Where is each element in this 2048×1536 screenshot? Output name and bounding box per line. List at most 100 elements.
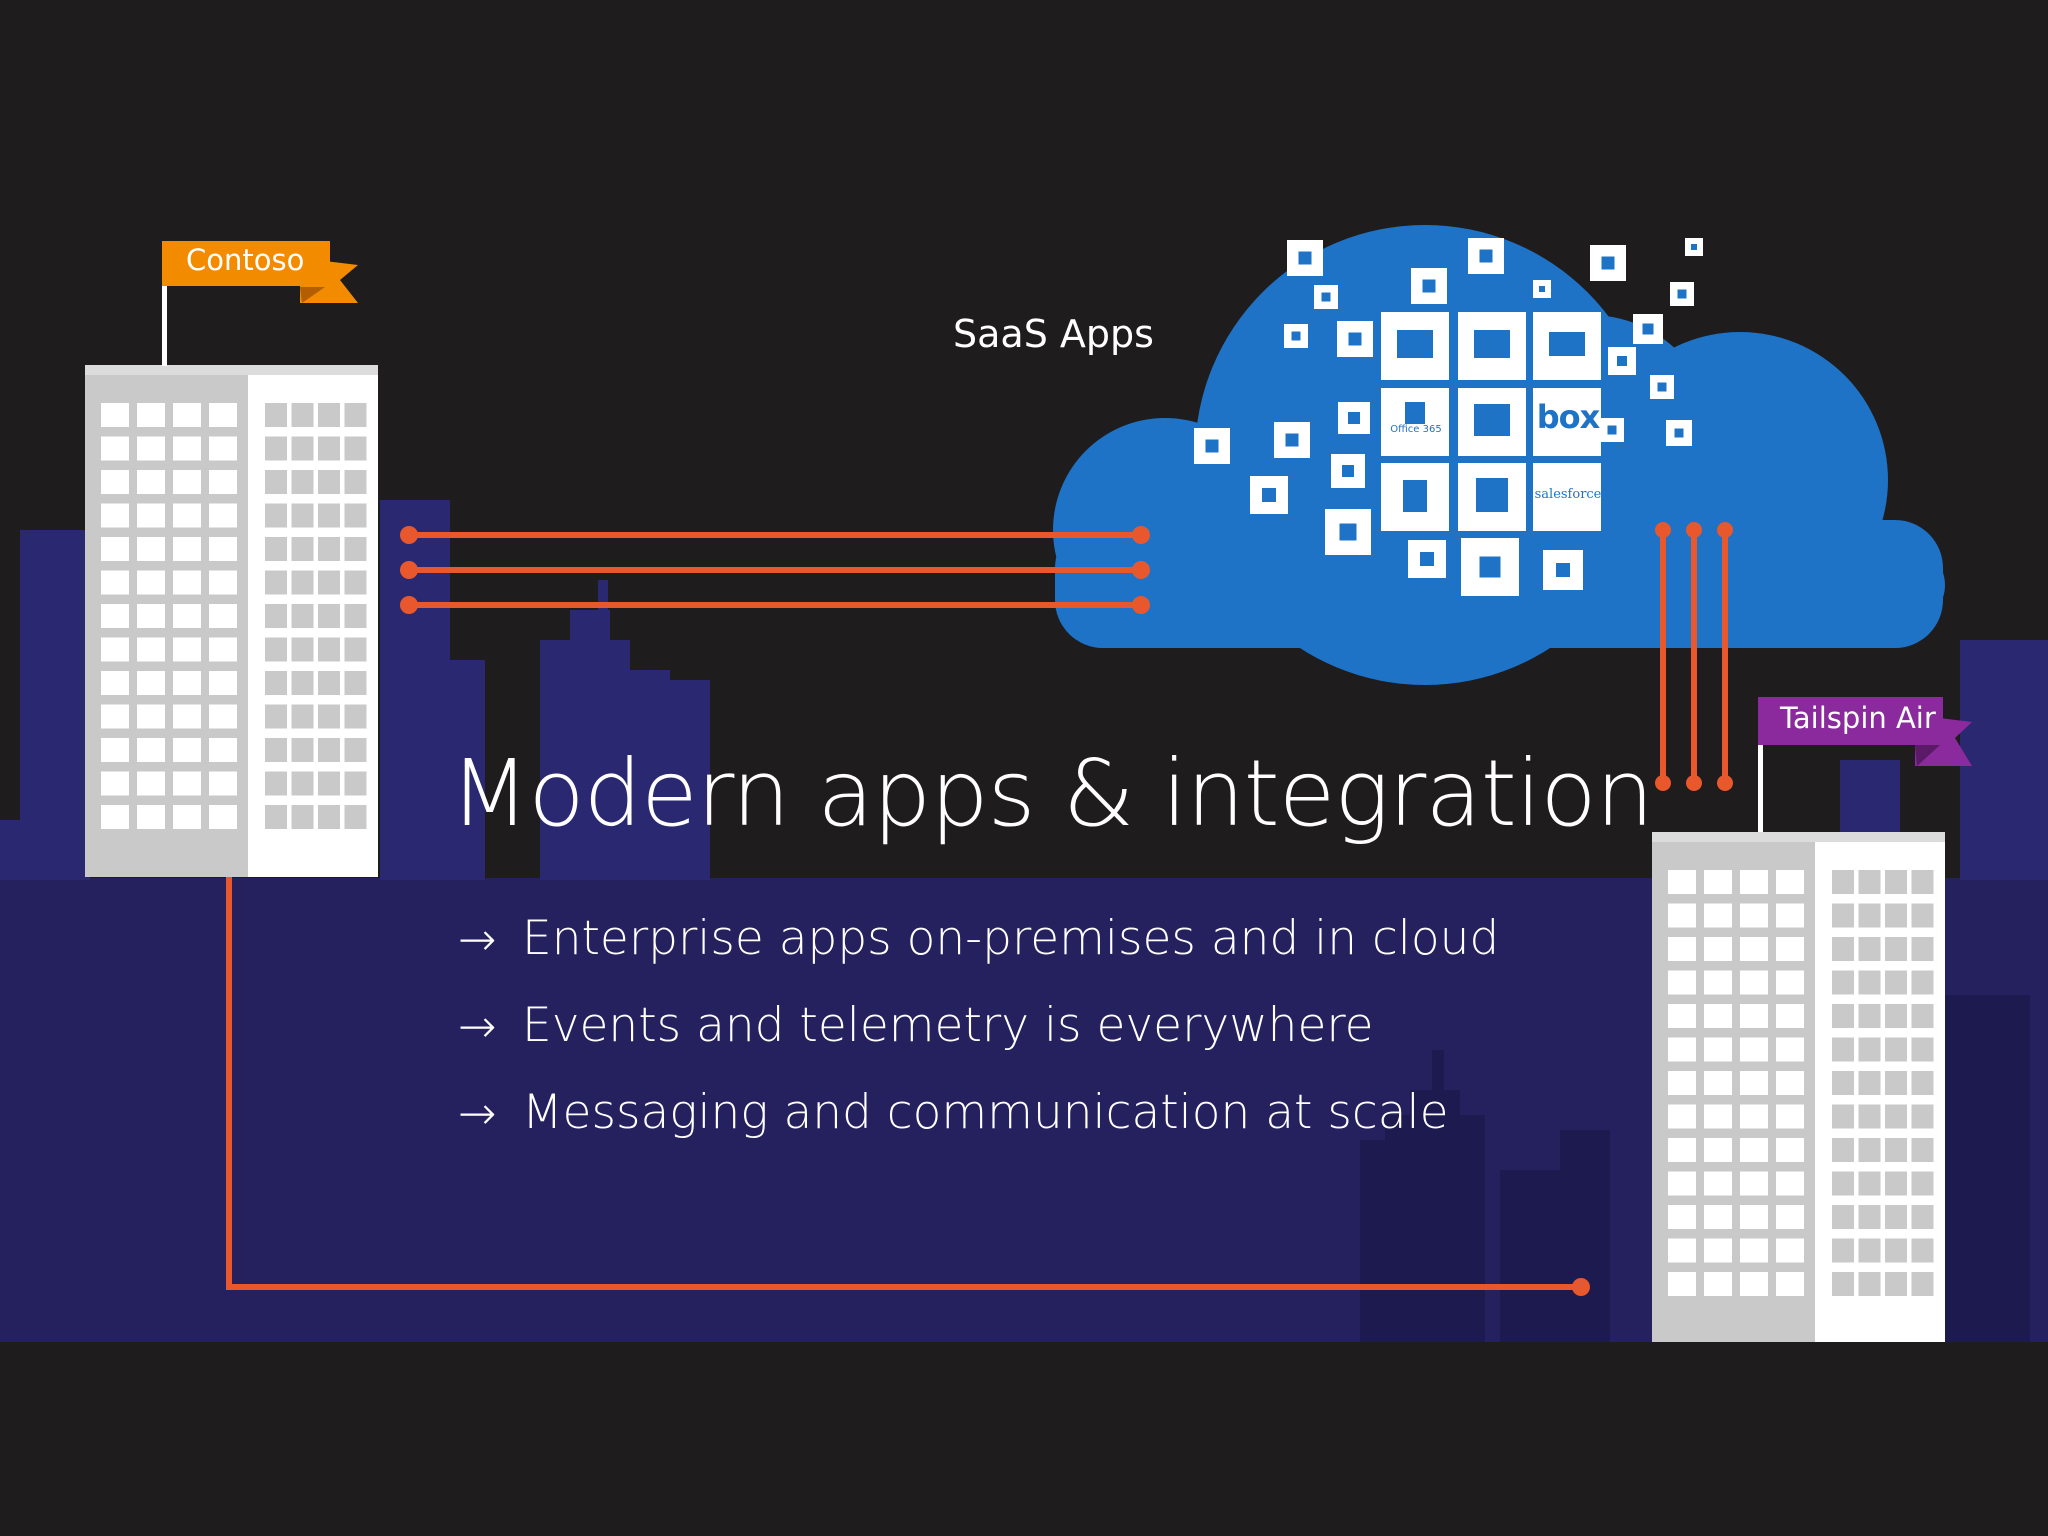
- building-window: [1740, 1272, 1768, 1296]
- building-window: [1885, 1138, 1907, 1162]
- saas-apps-label: SaaS Apps: [953, 312, 1154, 356]
- arrow-right-icon: →: [458, 998, 497, 1053]
- building-window: [265, 771, 287, 796]
- building-window: [1668, 1238, 1696, 1263]
- building-window: [101, 805, 129, 829]
- office365-tile-label: Office 365: [1390, 424, 1442, 435]
- building-window: [101, 738, 129, 762]
- app-tile: [1533, 463, 1601, 531]
- building-window: [173, 503, 201, 528]
- building-window: [1858, 1238, 1881, 1263]
- building-window: [344, 570, 367, 595]
- bullet-text: Enterprise apps on-premises and in cloud: [522, 911, 1500, 966]
- app-glyph-icon: [1601, 256, 1615, 270]
- building-window: [173, 470, 201, 494]
- building-window: [291, 436, 314, 461]
- building-window: [209, 436, 237, 461]
- building-window: [344, 771, 367, 796]
- building-window: [1776, 1104, 1804, 1129]
- app-glyph-icon: [1642, 323, 1654, 335]
- building-window: [318, 403, 340, 427]
- building-window: [265, 403, 287, 427]
- building-window: [137, 738, 165, 762]
- building-window: [344, 704, 367, 729]
- building-window: [344, 738, 367, 762]
- building-window: [1885, 937, 1907, 961]
- building-window: [1885, 1272, 1907, 1296]
- building-window: [1885, 1071, 1907, 1095]
- building-window: [1776, 903, 1804, 928]
- building-window: [1740, 1138, 1768, 1162]
- building-window: [318, 436, 340, 461]
- app-glyph-icon: [1420, 552, 1434, 566]
- building-window: [209, 637, 237, 662]
- building-window: [318, 637, 340, 662]
- building-window: [1885, 1238, 1907, 1263]
- building-window: [137, 671, 165, 695]
- building-window: [291, 604, 314, 628]
- app-glyph-icon: [1479, 249, 1493, 263]
- building-window: [173, 537, 201, 561]
- app-glyph-icon: [1539, 286, 1545, 292]
- building-window: [209, 738, 237, 762]
- building-window: [1668, 937, 1696, 961]
- app-glyph-icon: [1342, 465, 1354, 477]
- app-glyph-icon: [1291, 331, 1301, 341]
- building-window: [1776, 937, 1804, 961]
- building-window: [1885, 1037, 1907, 1062]
- box-tile-label: box: [1536, 398, 1601, 436]
- building-window: [318, 570, 340, 595]
- building-window: [1858, 1037, 1881, 1062]
- building-window: [1832, 1205, 1854, 1229]
- building-window: [344, 436, 367, 461]
- building-window: [1832, 937, 1854, 961]
- building-window: [1832, 1104, 1854, 1129]
- building-window: [101, 570, 129, 595]
- building-window: [209, 671, 237, 695]
- building-window: [137, 704, 165, 729]
- building-window: [318, 503, 340, 528]
- app-glyph-icon: [1397, 330, 1433, 358]
- building-window: [1704, 1104, 1732, 1129]
- building-window: [173, 403, 201, 427]
- app-glyph-icon: [1479, 556, 1501, 578]
- building-window: [209, 503, 237, 528]
- building-window: [1704, 1071, 1732, 1095]
- bullet-list: → Enterprise apps on-premises and in clo…: [458, 895, 1499, 1156]
- building-window: [101, 470, 129, 494]
- building-window: [1832, 870, 1854, 894]
- building-window: [101, 503, 129, 528]
- building-window: [1668, 1104, 1696, 1129]
- building-window: [344, 503, 367, 528]
- building-window: [101, 671, 129, 695]
- app-glyph-icon: [1285, 433, 1299, 447]
- building-window: [291, 805, 314, 829]
- building-window: [101, 403, 129, 427]
- app-glyph-icon: [1556, 563, 1570, 577]
- tailspin-flag: [1758, 697, 1972, 832]
- app-glyph-icon: [1321, 292, 1331, 302]
- building-window: [1885, 870, 1907, 894]
- building-window: [1911, 970, 1934, 995]
- building-window: [173, 805, 201, 829]
- building-window: [173, 604, 201, 628]
- building-window: [1911, 1272, 1934, 1296]
- building-window: [1668, 1272, 1696, 1296]
- building-window: [344, 805, 367, 829]
- building-window: [344, 470, 367, 494]
- building-window: [1704, 870, 1732, 894]
- app-glyph-icon: [1339, 523, 1357, 541]
- building-window: [1776, 1071, 1804, 1095]
- app-glyph-icon: [1262, 488, 1276, 502]
- building-window: [344, 604, 367, 628]
- building-window: [101, 537, 129, 561]
- building-window: [173, 637, 201, 662]
- bullet-text: Events and telemetry is everywhere: [522, 998, 1374, 1053]
- building-window: [1832, 1138, 1854, 1162]
- building-window: [137, 470, 165, 494]
- building-window: [265, 604, 287, 628]
- building-window: [1832, 903, 1854, 928]
- building-window: [1776, 1171, 1804, 1196]
- building-window: [173, 671, 201, 695]
- building-window: [1704, 970, 1732, 995]
